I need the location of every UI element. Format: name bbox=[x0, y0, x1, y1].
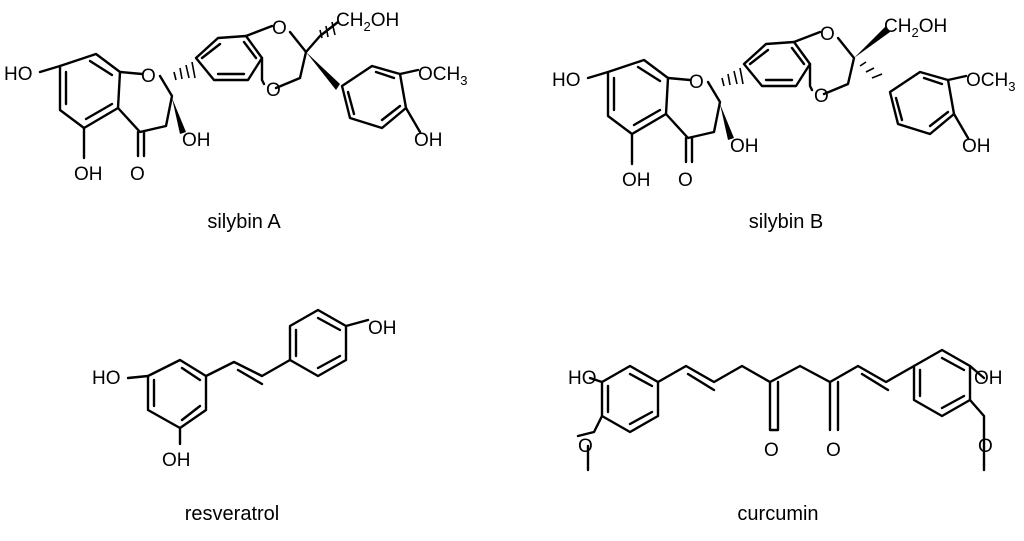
caption-curcumin: curcumin bbox=[737, 503, 818, 525]
label-dioxane-o-top: O bbox=[272, 18, 287, 39]
label-ho: HO bbox=[568, 368, 597, 389]
solid-wedge-2 bbox=[720, 104, 734, 140]
caption-resveratrol: resveratrol bbox=[185, 503, 279, 525]
caption-silybin-b: silybin B bbox=[749, 211, 823, 233]
label-dioxane-o-bottom: O bbox=[266, 80, 281, 101]
label-oh-c: OH bbox=[962, 136, 991, 157]
bonds bbox=[126, 308, 370, 446]
ch2oh-sub: 2 bbox=[911, 25, 918, 40]
ch2oh-sub: 2 bbox=[363, 19, 370, 34]
structure-silybin-a: HO O OH O OH O O CH2OH OCH3 OH silybin A bbox=[4, 10, 467, 233]
structure-silybin-b: HO O OH O OH O O CH2OH OCH3 OH silybin B bbox=[552, 16, 1015, 233]
solid-wedge bbox=[854, 26, 890, 58]
label-oh-top: OH bbox=[368, 318, 397, 339]
label-oh-bottom: OH bbox=[162, 450, 191, 471]
label-ho: HO bbox=[92, 368, 121, 389]
label-oh-b: OH bbox=[182, 130, 211, 151]
structure-resveratrol: OH HO OH resveratrol bbox=[92, 308, 397, 525]
label-oh-a: OH bbox=[622, 170, 651, 191]
ch2oh-oh: OH bbox=[371, 10, 400, 31]
label-ch2oh: CH2OH bbox=[884, 16, 947, 40]
label-o-methoxy-left: O bbox=[578, 436, 593, 457]
och3-och: OCH bbox=[418, 64, 460, 85]
label-ho: HO bbox=[4, 64, 33, 85]
label-ch2oh: CH2OH bbox=[336, 10, 399, 34]
ch2oh-ch: CH bbox=[336, 10, 363, 31]
label-dioxane-o-top: O bbox=[820, 24, 835, 45]
label-oh: OH bbox=[974, 368, 1003, 389]
solid-wedge-2 bbox=[306, 52, 340, 90]
bonds bbox=[38, 20, 422, 160]
bonds bbox=[586, 30, 970, 166]
ch2oh-oh: OH bbox=[919, 16, 948, 37]
label-ring-o: O bbox=[141, 66, 156, 87]
label-oh-b: OH bbox=[730, 136, 759, 157]
caption-silybin-a: silybin A bbox=[207, 211, 281, 233]
label-keto-o-2: O bbox=[826, 440, 841, 461]
solid-wedge bbox=[172, 98, 186, 134]
label-och3: OCH3 bbox=[966, 70, 1015, 94]
label-dioxane-o-bottom: O bbox=[814, 86, 829, 107]
och3-sub: 3 bbox=[460, 73, 467, 88]
hashed-wedge bbox=[721, 61, 883, 87]
label-o-methoxy-right: O bbox=[978, 436, 993, 457]
label-ho: HO bbox=[552, 70, 581, 91]
ch2oh-ch: CH bbox=[884, 16, 911, 37]
structure-curcumin: HO O O O OH O curcumin bbox=[568, 348, 1003, 525]
och3-och: OCH bbox=[966, 70, 1008, 91]
och3-sub: 3 bbox=[1008, 79, 1015, 94]
label-oh-a: OH bbox=[74, 164, 103, 185]
label-oh-c: OH bbox=[414, 130, 443, 151]
label-och3: OCH3 bbox=[418, 64, 467, 88]
label-keto-o: O bbox=[678, 170, 693, 191]
bonds bbox=[576, 348, 986, 472]
label-ring-o: O bbox=[689, 72, 704, 93]
label-keto-o: O bbox=[130, 164, 145, 185]
label-keto-o-1: O bbox=[764, 440, 779, 461]
hashed-wedge bbox=[173, 21, 336, 81]
